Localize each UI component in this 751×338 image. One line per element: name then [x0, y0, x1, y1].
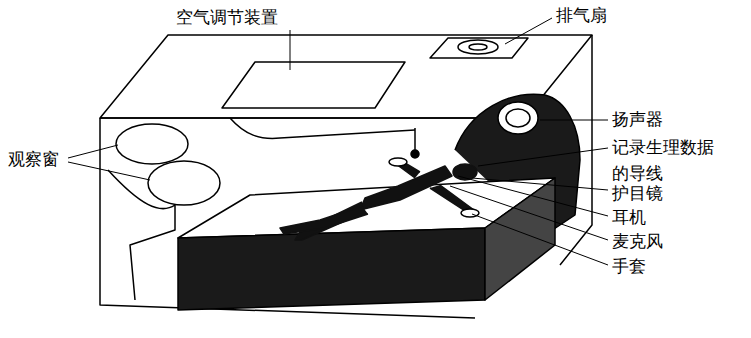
part-label: 记录生理数据 的导线: [612, 134, 727, 186]
leader-lines: [68, 18, 608, 265]
leg: [280, 206, 368, 234]
part-label: 扬声器: [612, 106, 692, 132]
exhaust-fan-base: [430, 38, 528, 58]
part-label: 观察窗: [8, 146, 78, 172]
part-label: 麦克风: [612, 228, 692, 254]
leader-line: [505, 18, 552, 44]
part-label: 护目镜: [612, 180, 692, 206]
ceiling-post: [414, 128, 416, 140]
leader-line: [450, 186, 608, 240]
leader-line: [540, 120, 608, 121]
part-label: 手套: [612, 253, 692, 279]
exhaust-fan: [458, 40, 498, 54]
leader-line: [472, 214, 608, 265]
cutaway-top: [230, 118, 415, 138]
chamber-front-top: [100, 117, 525, 119]
leader-line: [478, 148, 608, 166]
bed-base: [178, 228, 485, 310]
leader-line: [472, 178, 608, 190]
air-grate: [222, 62, 405, 108]
window: [116, 124, 188, 164]
part-label: 空气调节装置: [176, 4, 316, 30]
exhaust-fan-hub: [469, 44, 487, 50]
lamp: [411, 150, 419, 158]
speaker-cone: [506, 109, 530, 127]
leader-line: [290, 30, 291, 70]
part-label: 排气扇: [556, 2, 636, 28]
bed-side: [485, 178, 555, 300]
speaker: [498, 102, 538, 134]
leader-line: [68, 145, 150, 180]
part-label: 耳机: [612, 204, 692, 230]
person: [280, 160, 477, 240]
window: [148, 161, 220, 205]
glove: [389, 158, 407, 166]
lamp-cord: [414, 140, 416, 150]
